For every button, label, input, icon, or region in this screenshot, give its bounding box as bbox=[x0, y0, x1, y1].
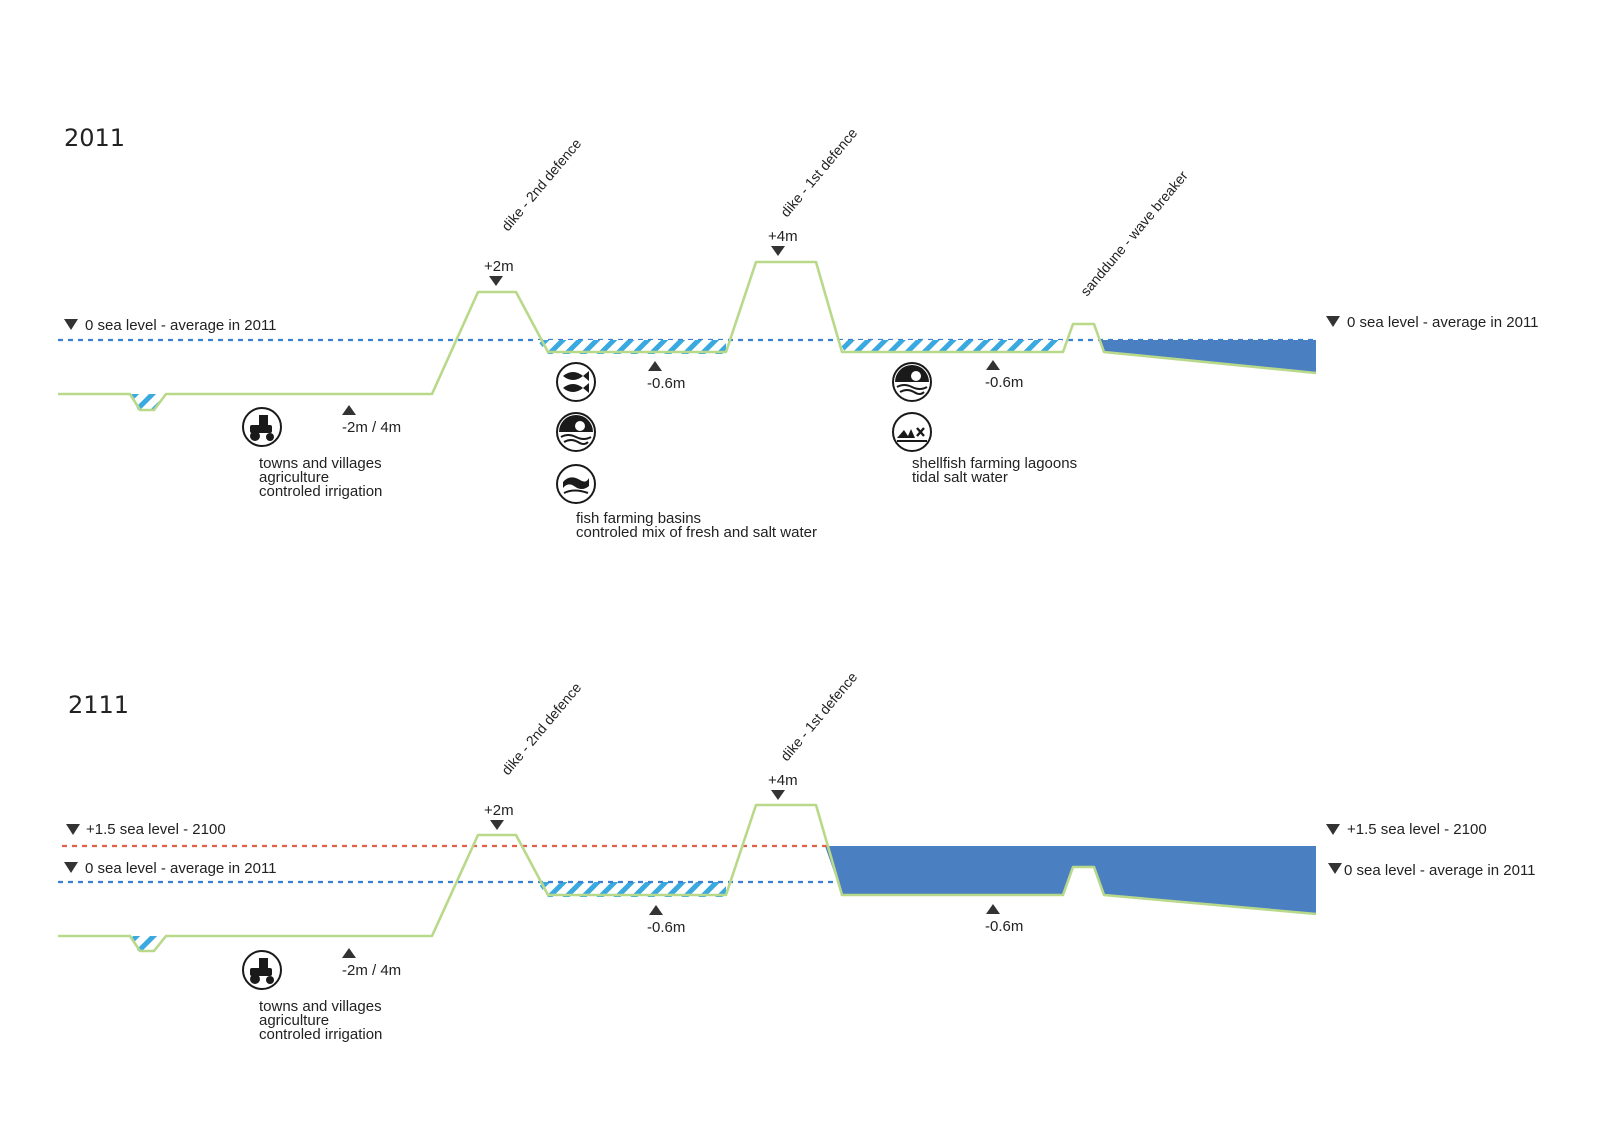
lagoon-text-line-2: tidal salt water bbox=[912, 469, 1008, 486]
sanddune-label: sanddune - wave breaker bbox=[1077, 167, 1191, 299]
fish-basin-water bbox=[537, 340, 726, 354]
polder-text-line-3: controled irrigation bbox=[259, 483, 382, 500]
basin-text-line-1: fish farming basins bbox=[576, 510, 701, 527]
flooded-sea-water bbox=[825, 846, 1316, 914]
dike-2-height-2111: +2m bbox=[484, 802, 514, 819]
polder-description: towns and villages agriculture controled… bbox=[259, 455, 386, 500]
sea-level-2011-marker-left bbox=[64, 862, 78, 873]
polder-depth-marker-2111 bbox=[342, 948, 356, 958]
ground-profile-2111 bbox=[58, 803, 1317, 953]
shell-icon-lagoon bbox=[892, 362, 932, 402]
dike-1-label-2111: dike - 1st defence bbox=[777, 669, 860, 764]
sea-level-marker-left bbox=[64, 319, 78, 330]
sea-level-2100-label-left: +1.5 sea level - 2100 bbox=[86, 821, 226, 838]
sea-level-label-right: 0 sea level - average in 2011 bbox=[1347, 314, 1539, 331]
dike-1-height: +4m bbox=[768, 228, 798, 245]
lagoon-depth-marker bbox=[986, 360, 1000, 370]
polder-text-line-3-2111: controled irrigation bbox=[259, 1026, 382, 1043]
basin-depth: -0.6m bbox=[647, 375, 685, 392]
lagoon-depth-marker-2111 bbox=[986, 904, 1000, 914]
dike-2-label: dike - 2nd defence bbox=[498, 135, 584, 234]
lagoon-depth-2111: -0.6m bbox=[985, 918, 1023, 935]
tractor-icon bbox=[242, 950, 282, 990]
dike-1-label: dike - 1st defence bbox=[777, 125, 860, 220]
fish-basin-water-2111 bbox=[537, 882, 726, 897]
lagoon-text-line-1: shellfish farming lagoons bbox=[912, 455, 1077, 472]
polder-text-line-1: towns and villages bbox=[259, 455, 382, 472]
polder-depth-2111: -2m / 4m bbox=[342, 962, 401, 979]
year-title-2011: 2011 bbox=[64, 124, 125, 152]
dike-2-marker-2111 bbox=[490, 820, 504, 830]
lagoon-depth: -0.6m bbox=[985, 374, 1023, 391]
basin-depth-marker-2111 bbox=[649, 905, 663, 915]
shellfish-lagoon-water bbox=[838, 340, 1063, 352]
lagoon-description: shellfish farming lagoons tidal salt wat… bbox=[912, 455, 1081, 486]
polder-depth: -2m / 4m bbox=[342, 419, 401, 436]
year-title-2111: 2111 bbox=[68, 691, 129, 719]
basin-text-line-2: controled mix of fresh and salt water bbox=[576, 524, 817, 541]
dike-2-height: +2m bbox=[484, 258, 514, 275]
ground-profile-2011 bbox=[58, 260, 1317, 412]
shellfish-bed-icon bbox=[892, 412, 932, 452]
polder-text-line-2: agriculture bbox=[259, 469, 329, 486]
dike-2-marker bbox=[489, 276, 503, 286]
polder-description-2111: towns and villages agriculture controled… bbox=[259, 998, 386, 1043]
polder-text-line-1-2111: towns and villages bbox=[259, 998, 382, 1015]
basin-description: fish farming basins controled mix of fre… bbox=[576, 510, 817, 541]
dike-1-marker-2111 bbox=[771, 790, 785, 800]
sea-level-2100-marker-left bbox=[66, 824, 80, 835]
polder-text-line-2-2111: agriculture bbox=[259, 1012, 329, 1029]
sea-level-2011-marker-right bbox=[1328, 863, 1342, 874]
mussel-icon bbox=[556, 464, 596, 504]
tractor-icon bbox=[242, 407, 282, 447]
section-2111: 2111 +1.5 sea level - 2100 0 sea level -… bbox=[58, 669, 1536, 1043]
section-2011: 2011 0 sea level - average in 2011 0 sea… bbox=[58, 124, 1539, 541]
basin-depth-2111: -0.6m bbox=[647, 919, 685, 936]
sea-level-2100-label-right: +1.5 sea level - 2100 bbox=[1347, 821, 1487, 838]
sea-level-label-left: 0 sea level - average in 2011 bbox=[85, 317, 277, 334]
polder-depth-marker bbox=[342, 405, 356, 415]
sea-level-2011-label-right: 0 sea level - average in 2011 bbox=[1344, 862, 1536, 879]
basin-depth-marker bbox=[648, 361, 662, 371]
fish-icon bbox=[556, 362, 596, 402]
dike-1-marker bbox=[771, 246, 785, 256]
open-sea-water bbox=[1099, 340, 1316, 373]
sea-level-marker-right bbox=[1326, 316, 1340, 327]
dike-1-height-2111: +4m bbox=[768, 772, 798, 789]
sea-level-2100-marker-right bbox=[1326, 824, 1340, 835]
dike-2-label-2111: dike - 2nd defence bbox=[498, 679, 584, 778]
shell-icon bbox=[556, 412, 596, 452]
sea-level-2011-label-left: 0 sea level - average in 2011 bbox=[85, 860, 277, 877]
